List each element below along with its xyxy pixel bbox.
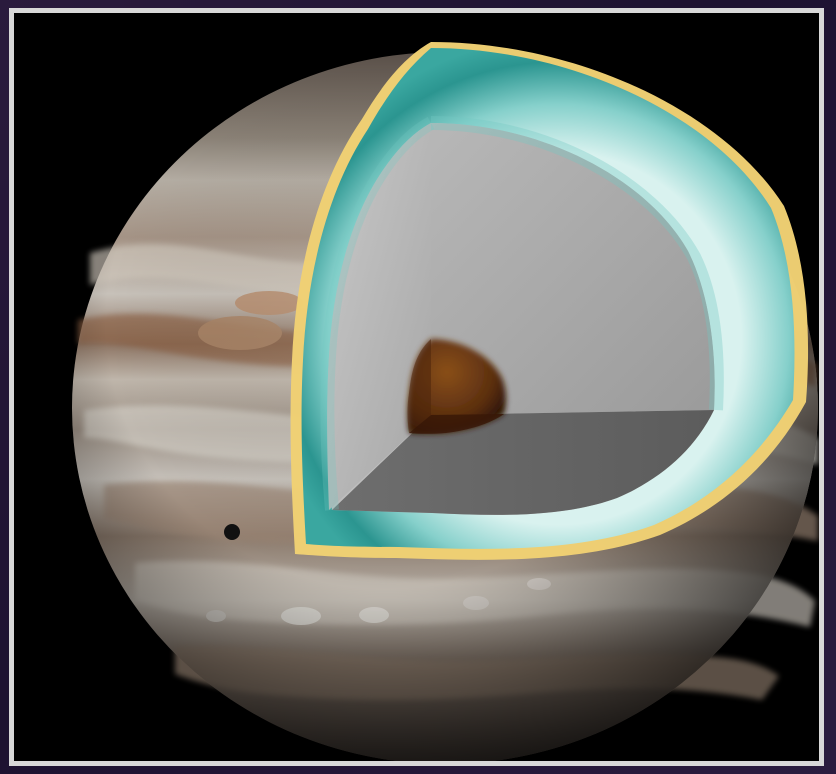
right-cut-face [431, 123, 715, 415]
cutaway-section [290, 42, 809, 560]
jupiter-cutaway-illustration [14, 13, 819, 761]
image-frame [9, 8, 824, 766]
left-cut-face [327, 123, 431, 510]
bottom-cut-face [332, 410, 714, 515]
rocky-core [407, 339, 507, 434]
